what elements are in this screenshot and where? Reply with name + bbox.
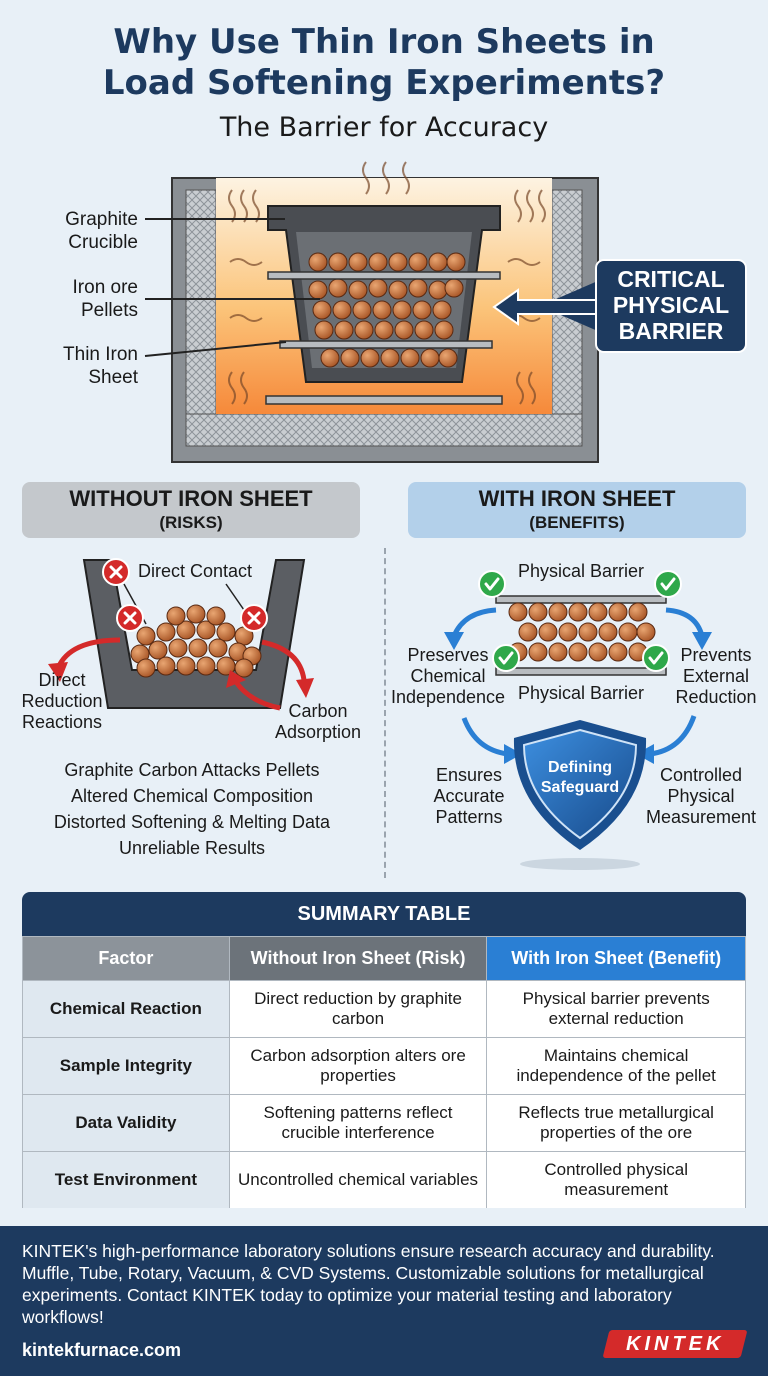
table-row: Data Validity Softening patterns reflect… <box>22 1094 746 1152</box>
table-row: Test Environment Uncontrolled chemical v… <box>22 1151 746 1208</box>
table-cell: Test Environment <box>22 1151 230 1208</box>
table-row: Sample Integrity Carbon adsorption alter… <box>22 1037 746 1095</box>
summary-table-title: SUMMARY TABLE <box>22 892 746 936</box>
table-cell: Maintains chemical independence of the p… <box>486 1037 746 1095</box>
footer-link[interactable]: kintekfurnace.com <box>22 1340 182 1360</box>
furnace-diagram <box>144 161 747 463</box>
with-iron-sheet-header: WITH IRON SHEET (BENEFITS) <box>408 482 746 538</box>
table-cell: Sample Integrity <box>22 1037 230 1095</box>
table-cell: Chemical Reaction <box>22 980 230 1038</box>
table-row: Chemical Reaction Direct reduction by gr… <box>22 980 746 1038</box>
table-cell: Uncontrolled chemical variables <box>228 1151 488 1208</box>
page-title: Why Use Thin Iron Sheets in Load Softeni… <box>102 22 666 103</box>
without-iron-sheet-header: WITHOUT IRON SHEET (RISKS) <box>22 482 360 538</box>
table-cell: Direct reduction by graphite carbon <box>228 980 488 1038</box>
x-icons <box>102 558 268 632</box>
page-subtitle: The Barrier for Accuracy <box>219 112 549 143</box>
table-cell: Physical barrier prevents external reduc… <box>486 980 746 1038</box>
section-divider <box>384 548 386 878</box>
kintek-logo: KINTEK <box>602 1330 748 1358</box>
with-diagram <box>444 570 712 870</box>
table-cell: Data Validity <box>22 1094 230 1152</box>
col-header-with: With Iron Sheet (Benefit) <box>486 936 746 981</box>
footer-text: KINTEK's high-performance laboratory sol… <box>22 1241 715 1327</box>
col-header-factor: Factor <box>22 936 230 981</box>
iron-sheet-top <box>267 271 501 280</box>
direct-contact-label: Direct Contact <box>138 561 253 581</box>
risk-list: Graphite Carbon Attacks Pellets Altered … <box>53 760 331 858</box>
physical-barrier-top-label: Physical Barrier <box>518 561 645 581</box>
table-cell: Reflects true metallurgical properties o… <box>486 1094 746 1152</box>
physical-barrier-bottom-label: Physical Barrier <box>518 683 645 703</box>
without-diagram <box>48 558 314 711</box>
check-icons <box>478 570 682 672</box>
table-cell: Carbon adsorption alters ore properties <box>228 1037 488 1095</box>
table-cell: Controlled physical measurement <box>486 1151 746 1208</box>
iron-sheet-bottom <box>279 340 493 349</box>
table-cell: Softening patterns reflect crucible inte… <box>228 1094 488 1152</box>
col-header-without: Without Iron Sheet (Risk) <box>228 936 488 981</box>
summary-table: SUMMARY TABLE Factor Without Iron Sheet … <box>22 892 746 1208</box>
pellets <box>308 252 466 368</box>
